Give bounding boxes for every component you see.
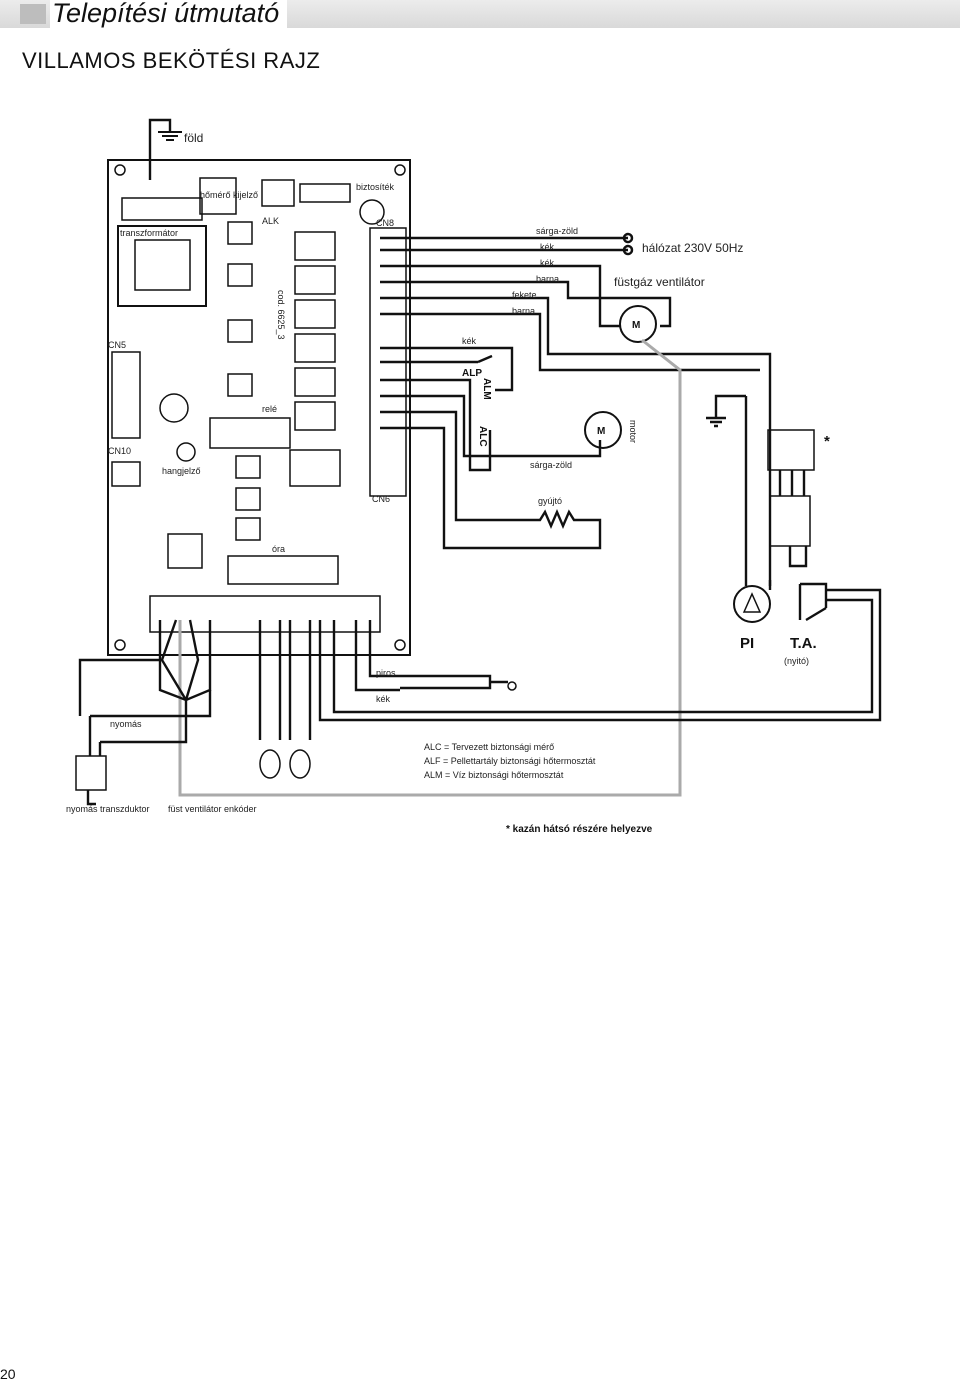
cn8-label: CN8	[376, 218, 394, 228]
board-code-label: cod. 6625_3	[276, 290, 286, 340]
alk-label: ALK	[262, 216, 279, 226]
wire-kek-3: kék	[540, 258, 555, 268]
cn10-label: CN10	[108, 446, 131, 456]
fan-motor-letter: M	[632, 320, 640, 331]
wire-kek-1: sárga-zöld	[536, 226, 578, 236]
diagram-lines	[75, 118, 882, 806]
pressure-transducer-label: nyomás transzduktor	[66, 804, 150, 814]
ground-label: föld	[184, 131, 203, 145]
flue-fan-label: füstgáz ventilátor	[614, 275, 705, 289]
wire-barna-2: barna	[512, 306, 535, 316]
wire-kek-2: kék	[540, 242, 555, 252]
wire-barna-1: barna	[536, 274, 559, 284]
pump-label: PI	[740, 635, 754, 652]
room-thermostat-sub: (nyitó)	[784, 656, 809, 666]
clock-label: óra	[272, 544, 285, 554]
page-header-title: Telepítési útmutató	[50, 0, 288, 30]
transformer-label: transzformátor	[120, 228, 178, 238]
wire-kek-5: kék	[376, 694, 391, 704]
wire-piros: piros	[376, 668, 396, 678]
legend-alf: ALF = Pellettartály biztonsági hőtermosz…	[424, 756, 596, 766]
legend-alm: ALM = Víz biztonsági hőtermosztát	[424, 770, 564, 780]
cn5-label: CN5	[108, 340, 126, 350]
mains-label: hálózat 230V 50Hz	[642, 241, 743, 255]
alp-label: ALP	[462, 368, 482, 379]
wire-sarga-zold: sárga-zöld	[530, 460, 572, 470]
wire-fekete: fekete	[512, 290, 537, 300]
fuse-label: biztosíték	[356, 182, 395, 192]
fan-encoder-label: füst ventilátor enkóder	[168, 804, 257, 814]
section-title: VILLAMOS BEKÖTÉSI RAJZ	[22, 48, 321, 73]
auger-motor-letter: M	[597, 426, 605, 437]
star-mark: *	[824, 433, 830, 450]
footnote: * kazán hátsó részére helyezve	[506, 824, 653, 835]
page-number: 20	[0, 1366, 16, 1382]
room-thermostat-label: T.A.	[790, 635, 817, 652]
pressure-label: nyomás	[110, 719, 142, 729]
alm-label: ALM	[481, 378, 492, 400]
display-label: hőmérő kijelző	[200, 190, 258, 200]
buzzer-label: hangjelző	[162, 466, 201, 476]
legend-alc: ALC = Tervezett biztonsági mérő	[424, 742, 554, 752]
motor-label: motor	[628, 420, 638, 443]
header-accent	[20, 4, 46, 24]
igniter-label: gyújtó	[538, 496, 562, 506]
diagram-labels: föld biztosíték transzformátor relé hang…	[66, 131, 830, 835]
wire-kek-4: kék	[462, 336, 477, 346]
relay-label: relé	[262, 404, 277, 414]
alc-label: ALC	[477, 426, 488, 447]
cn6-label: CN6	[372, 494, 390, 504]
